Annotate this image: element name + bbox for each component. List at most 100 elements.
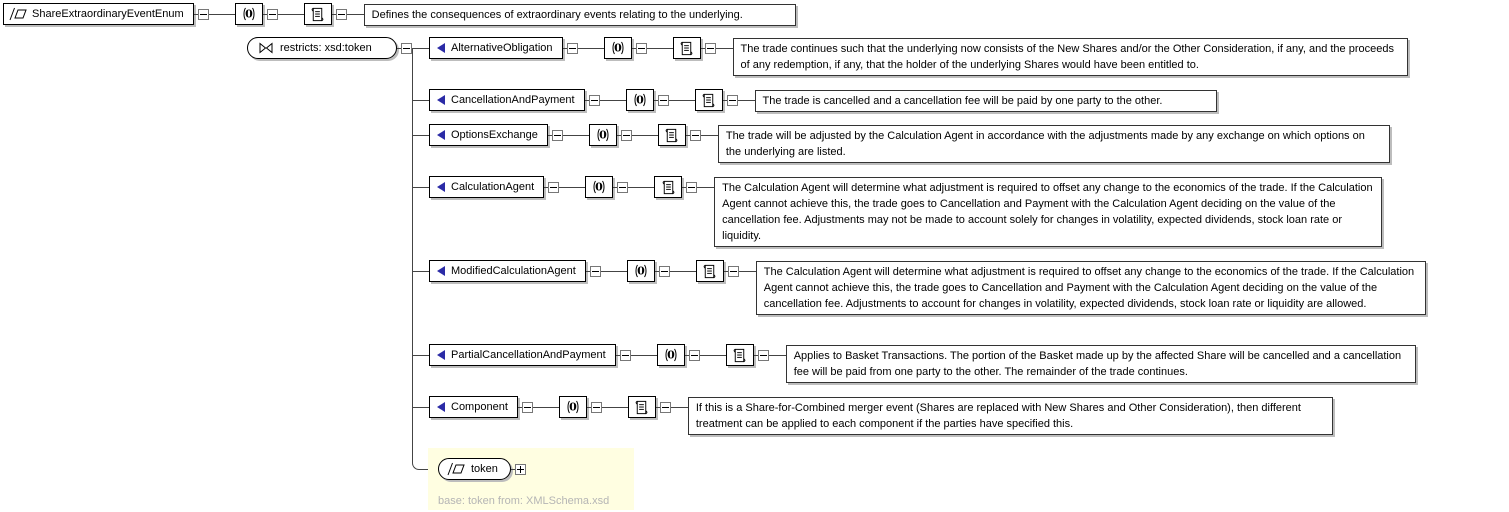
connector-line xyxy=(562,47,567,49)
restriction-bowtie-icon xyxy=(258,42,274,54)
enum-value-node[interactable]: AlternativeObligation xyxy=(429,37,563,59)
tree-trunk-line xyxy=(412,48,413,460)
collapse-toggle[interactable] xyxy=(197,8,209,20)
collapse-toggle[interactable] xyxy=(588,94,600,106)
connector-line xyxy=(599,99,626,101)
annotation-node[interactable] xyxy=(656,344,685,366)
documentation-node[interactable] xyxy=(627,396,656,418)
connector-line xyxy=(584,99,589,101)
collapse-toggle[interactable] xyxy=(266,8,278,20)
collapse-toggle[interactable] xyxy=(659,401,671,413)
restriction-label: restricts: xsd:token xyxy=(280,42,372,54)
collapse-toggle[interactable] xyxy=(401,42,412,54)
annotation-icon xyxy=(664,347,678,363)
annotation-icon xyxy=(611,40,625,56)
enum-value-label: Component xyxy=(451,401,508,413)
enum-value-label: OptionsExchange xyxy=(451,129,538,141)
collapse-toggle[interactable] xyxy=(657,94,669,106)
connector-line xyxy=(631,134,658,136)
enum-value-node[interactable]: CancellationAndPayment xyxy=(429,89,585,111)
collapse-toggle[interactable] xyxy=(590,401,602,413)
documentation-node[interactable] xyxy=(695,260,724,282)
collapse-toggle[interactable] xyxy=(619,349,631,361)
connector-line xyxy=(722,99,727,101)
enum-row: Component If this is a Share-for-Combine… xyxy=(412,396,1333,435)
connector-line xyxy=(412,406,429,408)
base-type-node[interactable]: token xyxy=(438,458,511,480)
connector-line xyxy=(685,134,690,136)
documentation-text: The trade is cancelled and a cancellatio… xyxy=(754,90,1217,112)
enum-row: ModifiedCalculationAgent The Calculation… xyxy=(412,260,1426,315)
annotation-node[interactable] xyxy=(558,396,587,418)
collapse-toggle[interactable] xyxy=(620,129,632,141)
collapse-toggle[interactable] xyxy=(521,401,533,413)
enum-value-node[interactable]: ModifiedCalculationAgent xyxy=(429,260,586,282)
connector-line xyxy=(517,406,522,408)
simpletype-icon xyxy=(447,462,465,476)
annotation-node[interactable] xyxy=(585,176,614,198)
connector-line xyxy=(559,186,586,188)
enum-value-node[interactable]: OptionsExchange xyxy=(429,124,548,146)
connector-line xyxy=(768,354,786,356)
documentation-icon xyxy=(633,399,650,416)
collapse-toggle[interactable] xyxy=(757,349,769,361)
documentation-text: The Calculation Agent will determine wha… xyxy=(714,177,1383,247)
enum-value-node[interactable]: PartialCancellationAndPayment xyxy=(429,344,616,366)
documentation-icon xyxy=(731,347,748,364)
annotation-node[interactable] xyxy=(603,37,632,59)
connector-line xyxy=(562,134,589,136)
collapse-toggle[interactable] xyxy=(727,265,739,277)
collapse-toggle[interactable] xyxy=(566,42,578,54)
connector-line xyxy=(208,13,235,15)
collapse-toggle[interactable] xyxy=(726,94,738,106)
root-type-node[interactable]: ShareExtraordinaryEventEnum xyxy=(3,3,194,25)
documentation-node[interactable] xyxy=(725,344,754,366)
connector-line xyxy=(331,13,336,15)
enum-value-label: ModifiedCalculationAgent xyxy=(451,265,576,277)
collapse-toggle[interactable] xyxy=(689,129,701,141)
documentation-node[interactable] xyxy=(694,89,723,111)
connector-line xyxy=(699,354,726,356)
connector-line xyxy=(412,354,429,356)
restriction-node[interactable]: restricts: xsd:token xyxy=(247,37,397,59)
collapse-toggle[interactable] xyxy=(617,181,629,193)
documentation-node[interactable] xyxy=(657,124,686,146)
collapse-toggle[interactable] xyxy=(704,42,716,54)
connector-line xyxy=(700,134,718,136)
collapse-toggle[interactable] xyxy=(335,8,347,20)
root-type-label: ShareExtraordinaryEventEnum xyxy=(32,8,184,20)
collapse-toggle[interactable] xyxy=(548,181,560,193)
connector-line xyxy=(684,354,689,356)
annotation-icon xyxy=(596,127,610,143)
annotation-node[interactable] xyxy=(625,89,654,111)
expand-toggle[interactable] xyxy=(514,463,526,475)
annotation-icon xyxy=(633,92,647,108)
enum-value-node[interactable]: CalculationAgent xyxy=(429,176,545,198)
documentation-node[interactable] xyxy=(303,3,332,25)
documentation-node[interactable] xyxy=(672,37,701,59)
documentation-text: The Calculation Agent will determine wha… xyxy=(755,261,1426,315)
connector-line xyxy=(669,270,696,272)
documentation-text: Defines the consequences of extraordinar… xyxy=(363,4,796,26)
collapse-toggle[interactable] xyxy=(686,181,698,193)
annotation-icon xyxy=(566,399,580,415)
base-type-note: base: token from: XMLSchema.xsd xyxy=(438,495,610,507)
collapse-toggle[interactable] xyxy=(635,42,647,54)
connector-line xyxy=(613,186,618,188)
collapse-toggle[interactable] xyxy=(658,265,670,277)
collapse-toggle[interactable] xyxy=(551,129,563,141)
documentation-node[interactable] xyxy=(654,176,683,198)
enum-value-node[interactable]: Component xyxy=(429,396,518,418)
enumeration-icon xyxy=(436,94,446,106)
documentation-text: If this is a Share-for-Combined merger e… xyxy=(687,397,1333,435)
annotation-node[interactable] xyxy=(234,3,263,25)
connector-line xyxy=(697,186,715,188)
connector-line xyxy=(544,186,549,188)
collapse-toggle[interactable] xyxy=(589,265,601,277)
collapse-toggle[interactable] xyxy=(688,349,700,361)
annotation-node[interactable] xyxy=(588,124,617,146)
enumeration-icon xyxy=(436,181,446,193)
annotation-node[interactable] xyxy=(626,260,655,282)
restriction-row: restricts: xsd:token xyxy=(247,37,412,59)
enum-row: CalculationAgent The Calculation Agent w… xyxy=(412,176,1383,247)
